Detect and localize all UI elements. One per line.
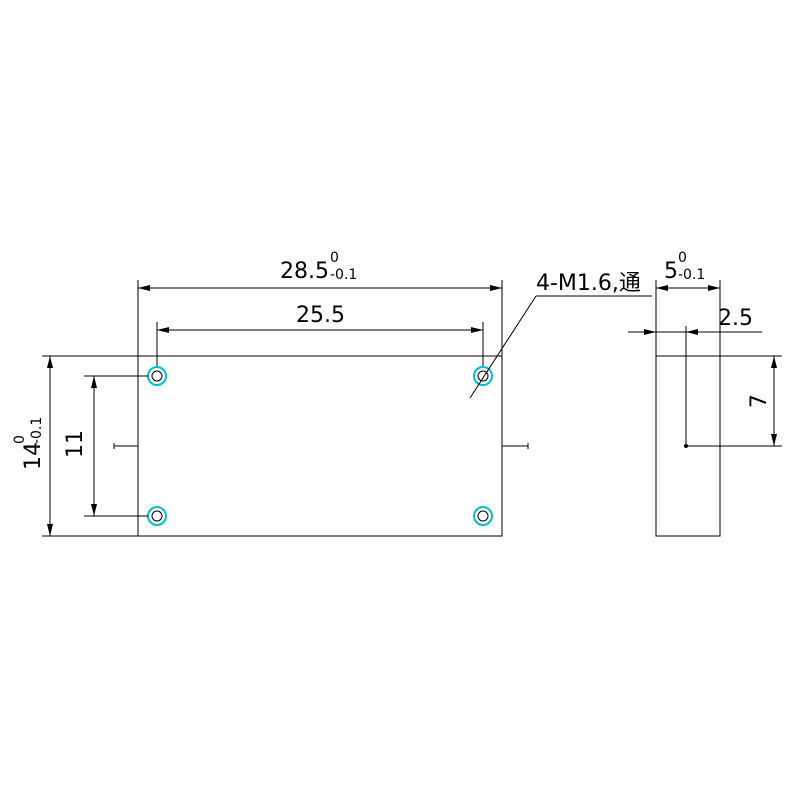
width-dim-value: 28.5: [280, 259, 329, 284]
offset-dim-value: 2.5: [718, 306, 753, 331]
hole-spacing-value: 25.5: [296, 303, 345, 328]
height-dimension: 14 0 -0.1: [12, 355, 138, 537]
thickness-dim-tol-lower: -0.1: [678, 267, 705, 283]
hole-vertical-dimension: 11: [63, 375, 148, 517]
hole-vertical-value: 11: [63, 430, 88, 458]
width-dim-tol-upper: 0: [330, 250, 339, 266]
height-dim-value: 14: [21, 442, 46, 470]
mounting-hole-bottom-left: [147, 506, 167, 526]
width-dim-tol-lower: -0.1: [330, 267, 357, 283]
thickness-dim-tol-upper: 0: [678, 250, 687, 266]
side-view: 5 0 -0.1 2.5 7: [628, 250, 782, 537]
offset-dimension: 2.5: [628, 306, 762, 335]
thickness-dimension: 5 0 -0.1: [655, 250, 721, 356]
thickness-dim-value: 5: [664, 259, 678, 284]
height-dim-tol-upper: 0: [12, 435, 28, 444]
hole-callout-text: 4-M1.6,通: [536, 271, 641, 296]
side-height-value: 7: [747, 394, 772, 408]
front-body-outline: [137, 355, 503, 537]
side-height-dimension: 7: [686, 355, 782, 447]
mounting-hole-bottom-right: [473, 506, 493, 526]
mounting-hole-top-right: [473, 366, 493, 386]
height-dim-tol-lower: -0.1: [29, 417, 45, 444]
front-view: 28.5 0 -0.1 25.5 14 0 -0.1: [12, 250, 652, 537]
hole-callout: 4-M1.6,通: [469, 271, 652, 399]
hole-spacing-dimension: 25.5: [156, 303, 484, 366]
width-dimension: 28.5 0 -0.1: [137, 250, 503, 356]
mounting-hole-top-left: [147, 366, 167, 386]
